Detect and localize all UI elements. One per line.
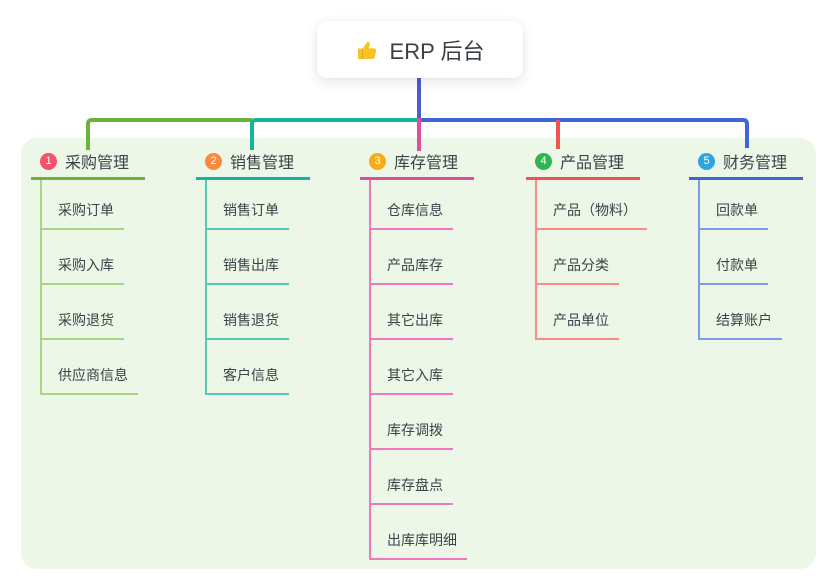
tree-item[interactable]: 产品（物料） [537, 180, 647, 230]
tree-item-label: 销售出库 [223, 257, 279, 273]
branch-4: 4 产品管理产品（物料） 产品分类产品单位 [526, 150, 647, 340]
tree-item[interactable]: 库存调拨 [371, 395, 453, 450]
tree-item-label: 采购订单 [58, 202, 114, 218]
branch-number-badge: 2 [205, 152, 222, 170]
tree-item[interactable]: 供应商信息 [42, 340, 138, 395]
branch-label: 库存管理 [394, 155, 459, 172]
branch-label: 采购管理 [65, 155, 130, 172]
tree-item-label: 付款单 [716, 257, 758, 273]
branch-number-badge: 5 [698, 152, 715, 170]
tree-item-label: 产品分类 [553, 257, 609, 273]
branch-header[interactable]: 4 产品管理 [526, 150, 641, 180]
branch-item-list: 采购订单采购入库采购退货供应商信息 [40, 180, 138, 395]
tree-item-label: 其它入库 [387, 367, 443, 383]
tree-item[interactable]: 其它出库 [371, 285, 453, 340]
branch-label: 产品管理 [560, 155, 625, 172]
tree-item-label: 库存盘点 [387, 477, 443, 493]
tree-item[interactable]: 结算账户 [700, 285, 782, 340]
branch-1: 1 采购管理采购订单采购入库采购退货供应商信息 [31, 150, 146, 395]
branch-2: 2 销售管理销售订单销售出库销售退货客户信息 [196, 150, 311, 395]
root-label: ERP 后台 [389, 38, 485, 64]
branch-3: 3 库存管理仓库信息产品库存其它出库其它入库库存调拨库存盘点出库库明细 [360, 150, 475, 560]
root-node[interactable]: ERP 后台 [317, 21, 523, 78]
tree-item-label: 其它出库 [387, 312, 443, 328]
tree-item-label: 产品库存 [387, 257, 443, 273]
branch-item-list: 产品（物料） 产品分类产品单位 [535, 180, 647, 340]
branch-5: 5 财务管理回款单付款单结算账户 [689, 150, 804, 340]
branch-header[interactable]: 3 库存管理 [360, 150, 475, 180]
branch-number-badge: 4 [535, 152, 552, 170]
tree-item[interactable]: 其它入库 [371, 340, 453, 395]
tree-item[interactable]: 采购入库 [42, 230, 124, 285]
tree-item[interactable]: 回款单 [700, 180, 768, 230]
tree-item[interactable]: 销售出库 [207, 230, 289, 285]
tree-item-label: 供应商信息 [58, 367, 128, 383]
tree-item[interactable]: 付款单 [700, 230, 768, 285]
tree-item[interactable]: 采购退货 [42, 285, 124, 340]
branch-label: 财务管理 [723, 155, 788, 172]
tree-item[interactable]: 客户信息 [207, 340, 289, 395]
tree-item[interactable]: 产品单位 [537, 285, 619, 340]
tree-item[interactable]: 产品分类 [537, 230, 619, 285]
thumbs-up-icon [356, 38, 380, 62]
tree-item[interactable]: 仓库信息 [371, 180, 453, 230]
tree-item-label: 库存调拨 [387, 422, 443, 438]
tree-item[interactable]: 销售订单 [207, 180, 289, 230]
branch-header[interactable]: 1 采购管理 [31, 150, 146, 180]
tree-item-label: 采购退货 [58, 312, 114, 328]
tree-item[interactable]: 库存盘点 [371, 450, 453, 505]
tree-item-label: 结算账户 [716, 312, 772, 328]
branches-panel [21, 138, 816, 569]
tree-item-label: 仓库信息 [387, 202, 443, 218]
tree-item[interactable]: 采购订单 [42, 180, 124, 230]
tree-item-label: 销售订单 [223, 202, 279, 218]
tree-item-label: 产品（物料） [553, 202, 637, 218]
tree-item[interactable]: 产品库存 [371, 230, 453, 285]
branch-item-list: 回款单付款单结算账户 [698, 180, 782, 340]
tree-item[interactable]: 出库库明细 [371, 505, 467, 560]
tree-item-label: 回款单 [716, 202, 758, 218]
tree-item[interactable]: 销售退货 [207, 285, 289, 340]
tree-item-label: 产品单位 [553, 312, 609, 328]
branch-header[interactable]: 5 财务管理 [689, 150, 804, 180]
branch-number-badge: 1 [40, 152, 57, 170]
tree-item-label: 销售退货 [223, 312, 279, 328]
branch-number-badge: 3 [369, 152, 386, 170]
tree-item-label: 出库库明细 [387, 532, 457, 548]
branch-label: 销售管理 [230, 155, 295, 172]
tree-item-label: 客户信息 [223, 367, 279, 383]
branch-item-list: 销售订单销售出库销售退货客户信息 [205, 180, 289, 395]
tree-item-label: 采购入库 [58, 257, 114, 273]
branch-header[interactable]: 2 销售管理 [196, 150, 311, 180]
branch-item-list: 仓库信息产品库存其它出库其它入库库存调拨库存盘点出库库明细 [369, 180, 467, 560]
